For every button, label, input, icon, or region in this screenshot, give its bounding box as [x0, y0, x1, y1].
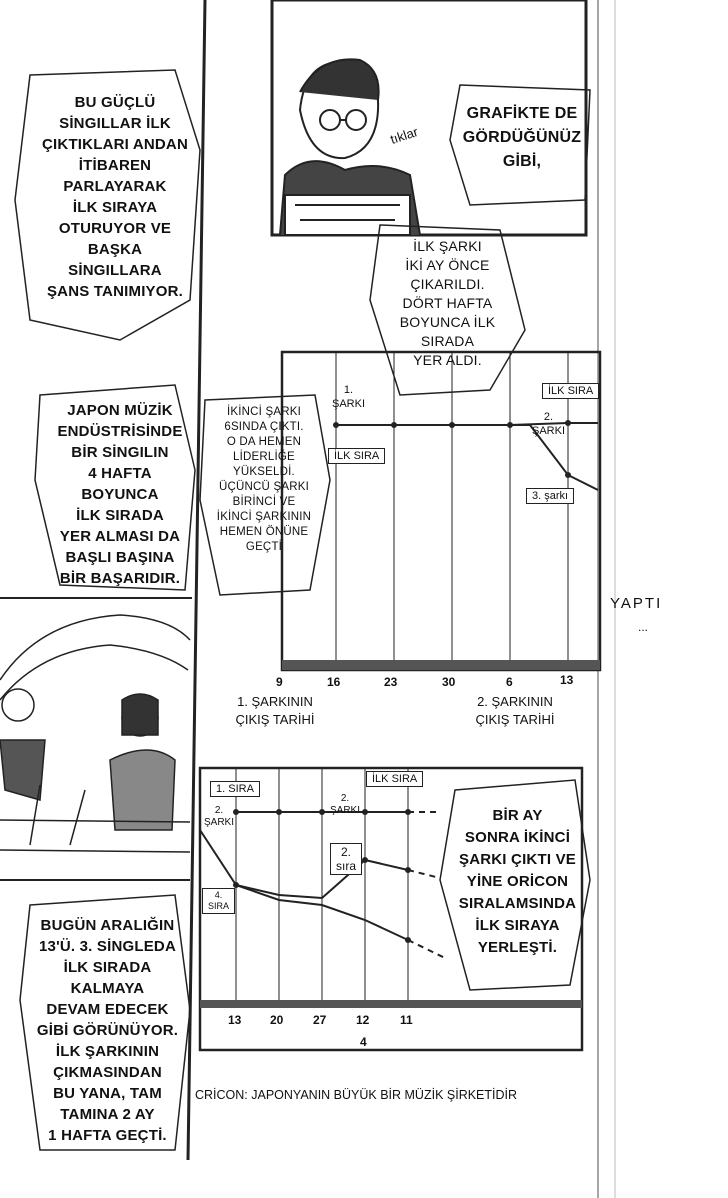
label-rank-4: 4. SIRA — [202, 888, 236, 914]
bubble-line: İKİNCİ ŞARKININ — [216, 511, 312, 523]
label-rank-1: 1. SIRA — [210, 781, 260, 797]
label-first-rank: İLK SIRA — [366, 771, 424, 787]
speech-bubble-second-song: İKİNCİ ŞARKI 6SINDA ÇIKTI. O DA HEMEN Lİ… — [208, 405, 320, 555]
speech-bubble-japan-industry: JAPON MÜZİK ENDÜSTRİSİNDE BİR SİNGILIN 4… — [55, 400, 185, 589]
label-first-rank-2: İLK SIRA — [542, 383, 600, 399]
bubble-line: İLK SIRADA KALMAYA — [63, 959, 152, 997]
speech-bubble-as-in-graph: GRAFİKTE DE GÖRDÜĞÜNÜZ GİBİ, — [462, 102, 582, 174]
caption-line: 1. ŞARKININ — [237, 694, 313, 709]
bubble-line: BUGÜN ARALIĞIN — [40, 917, 175, 934]
sfx-dots: ... — [638, 620, 649, 634]
bubble-line: BOYUNCA İLK — [399, 314, 496, 330]
bubble-line: SIRADA — [420, 333, 475, 349]
bubble-line: DEVAM EDECEK — [46, 1001, 169, 1018]
bubble-line: İLK SIRAYA — [475, 917, 560, 934]
bubble-line: JAPON MÜZİK — [67, 402, 173, 419]
bottom-tick: 11 — [400, 1013, 413, 1027]
top-tick: 13 — [560, 673, 574, 687]
bubble-line: BİR AY — [492, 807, 543, 824]
speech-bubble-today-december: BUGÜN ARALIĞIN 13'Ü. 3. SİNGLEDA İLK SIR… — [35, 915, 180, 1146]
bubble-line: BİR BAŞARIDIR. — [59, 570, 181, 587]
bubble-line: ENDÜSTRİSİNDE — [57, 423, 183, 440]
bubble-line: 4 HAFTA BOYUNCA — [81, 465, 159, 503]
bubble-line: BİRİNCİ VE — [232, 496, 296, 508]
bubble-line: YER ALDI. — [413, 352, 482, 368]
bubble-line: YERLEŞTİ. — [477, 939, 558, 956]
bubble-line: O DA HEMEN — [226, 436, 302, 448]
bubble-line: YÜKSELDİ. — [233, 466, 295, 478]
bubble-line: SIRALAMSINDA — [458, 895, 577, 912]
bubble-line: BİR SİNGILIN — [71, 444, 169, 461]
bottom-tick: 20 — [270, 1013, 284, 1027]
top-tick: 16 — [327, 675, 341, 689]
label-first-rank-1: İLK SIRA — [328, 448, 386, 464]
bubble-line: SİNGILLAR İLK — [59, 115, 171, 132]
bubble-line: İLK SIRAYA — [72, 199, 158, 216]
bubble-line: İLK ŞARKININ — [55, 1043, 160, 1060]
caption-line: 2. ŞARKININ — [477, 694, 553, 709]
bubble-line: İTİBAREN PARLAYARAK — [63, 157, 167, 195]
bottom-month: 4 — [360, 1035, 367, 1049]
bubble-line: ŞARKI ÇIKTI VE — [459, 851, 576, 868]
bubble-line: ÇIKTIKLARI ANDAN — [42, 136, 188, 153]
top-tick: 30 — [442, 675, 456, 689]
bubble-line: ÜÇÜNCÜ ŞARKI — [219, 481, 309, 493]
label-song-1: 1. ŞARKI — [332, 384, 366, 410]
bubble-line: DÖRT HAFTA — [402, 295, 493, 311]
speech-bubble-one-month-later: BİR AY SONRA İKİNCİ ŞARKI ÇIKTI VE YİNE … — [455, 805, 580, 959]
top-tick: 23 — [384, 675, 398, 689]
bubble-line: İKİ AY ÖNCE — [405, 257, 490, 273]
bubble-line: BAŞLI BAŞINA — [65, 549, 175, 566]
bubble-line: BAŞKA SİNGILLARA — [68, 241, 162, 279]
label-song-3: 3. şarkı — [526, 488, 575, 504]
caption-line: ÇIKIŞ TARİHİ — [235, 712, 315, 727]
bubble-line: BU GÜÇLÜ — [74, 94, 156, 111]
caption-line: ÇIKIŞ TARİHİ — [475, 712, 555, 727]
bubble-line: GİBİ GÖRÜNÜYOR. — [36, 1022, 179, 1039]
bubble-line: GİBİ, — [502, 153, 542, 170]
top-tick: 9 — [276, 675, 283, 689]
bubble-line: YER ALMASI DA — [59, 528, 181, 545]
bubble-line: 13'Ü. 3. SİNGLEDA — [38, 938, 176, 955]
bubble-line: SONRA İKİNCİ — [464, 829, 571, 846]
bubble-line: LİDERLİĞE — [233, 451, 295, 463]
bubble-line: GRAFİKTE DE — [466, 105, 578, 122]
release-date-song-1: 1. ŞARKININ ÇIKIŞ TARİHİ — [225, 693, 325, 729]
label-rank-2: 2. sıra — [330, 843, 363, 875]
bubble-line: İLK ŞARKI — [413, 238, 482, 254]
bottom-tick: 13 — [228, 1013, 242, 1027]
bubble-line: ŞANS TANIMIYOR. — [46, 283, 184, 300]
bubble-line: HEMEN ÖNÜNE — [219, 526, 309, 538]
bubble-line: İLK SIRADA — [76, 507, 164, 524]
bubble-line: TAMINA 2 AY — [60, 1106, 155, 1123]
label-song-2-left: 2. ŞARKI — [204, 805, 235, 828]
bubble-line: GEÇTİ — [245, 541, 283, 553]
bubble-line: ÇIKARILDI. — [410, 276, 485, 292]
label-song-2: 2. ŞARKI — [532, 411, 566, 437]
footer-note: CRİCON: JAPONYANIN BÜYÜK BİR MÜZİK ŞİRKE… — [195, 1088, 518, 1102]
top-tick: 6 — [506, 675, 513, 689]
sfx-yapti: YAPTI — [610, 595, 663, 612]
speech-bubble-strong-singles: BU GÜÇLÜ SİNGILLAR İLK ÇIKTIKLARI ANDAN … — [40, 92, 190, 302]
speech-bubble-first-song: İLK ŞARKI İKİ AY ÖNCE ÇIKARILDI. DÖRT HA… — [385, 237, 510, 370]
bubble-line: İKİNCİ ŞARKI — [227, 406, 301, 418]
bubble-line: YİNE ORİCON — [466, 873, 569, 890]
bottom-tick: 27 — [313, 1013, 327, 1027]
bubble-line: BU YANA, TAM — [53, 1085, 162, 1102]
bubble-line: GÖRDÜĞÜNÜZ — [462, 129, 582, 146]
label-song-2-mid: 2. ŞARKI — [330, 793, 361, 816]
release-date-song-2: 2. ŞARKININ ÇIKIŞ TARİHİ — [465, 693, 565, 729]
bottom-tick: 12 — [356, 1013, 370, 1027]
bubble-line: 1 HAFTA GEÇTİ. — [48, 1127, 167, 1144]
bubble-line: ÇIKMASINDAN — [53, 1064, 162, 1081]
bubble-line: OTURUYOR VE — [58, 220, 172, 237]
bubble-line: 6SINDA ÇIKTI. — [224, 421, 304, 433]
